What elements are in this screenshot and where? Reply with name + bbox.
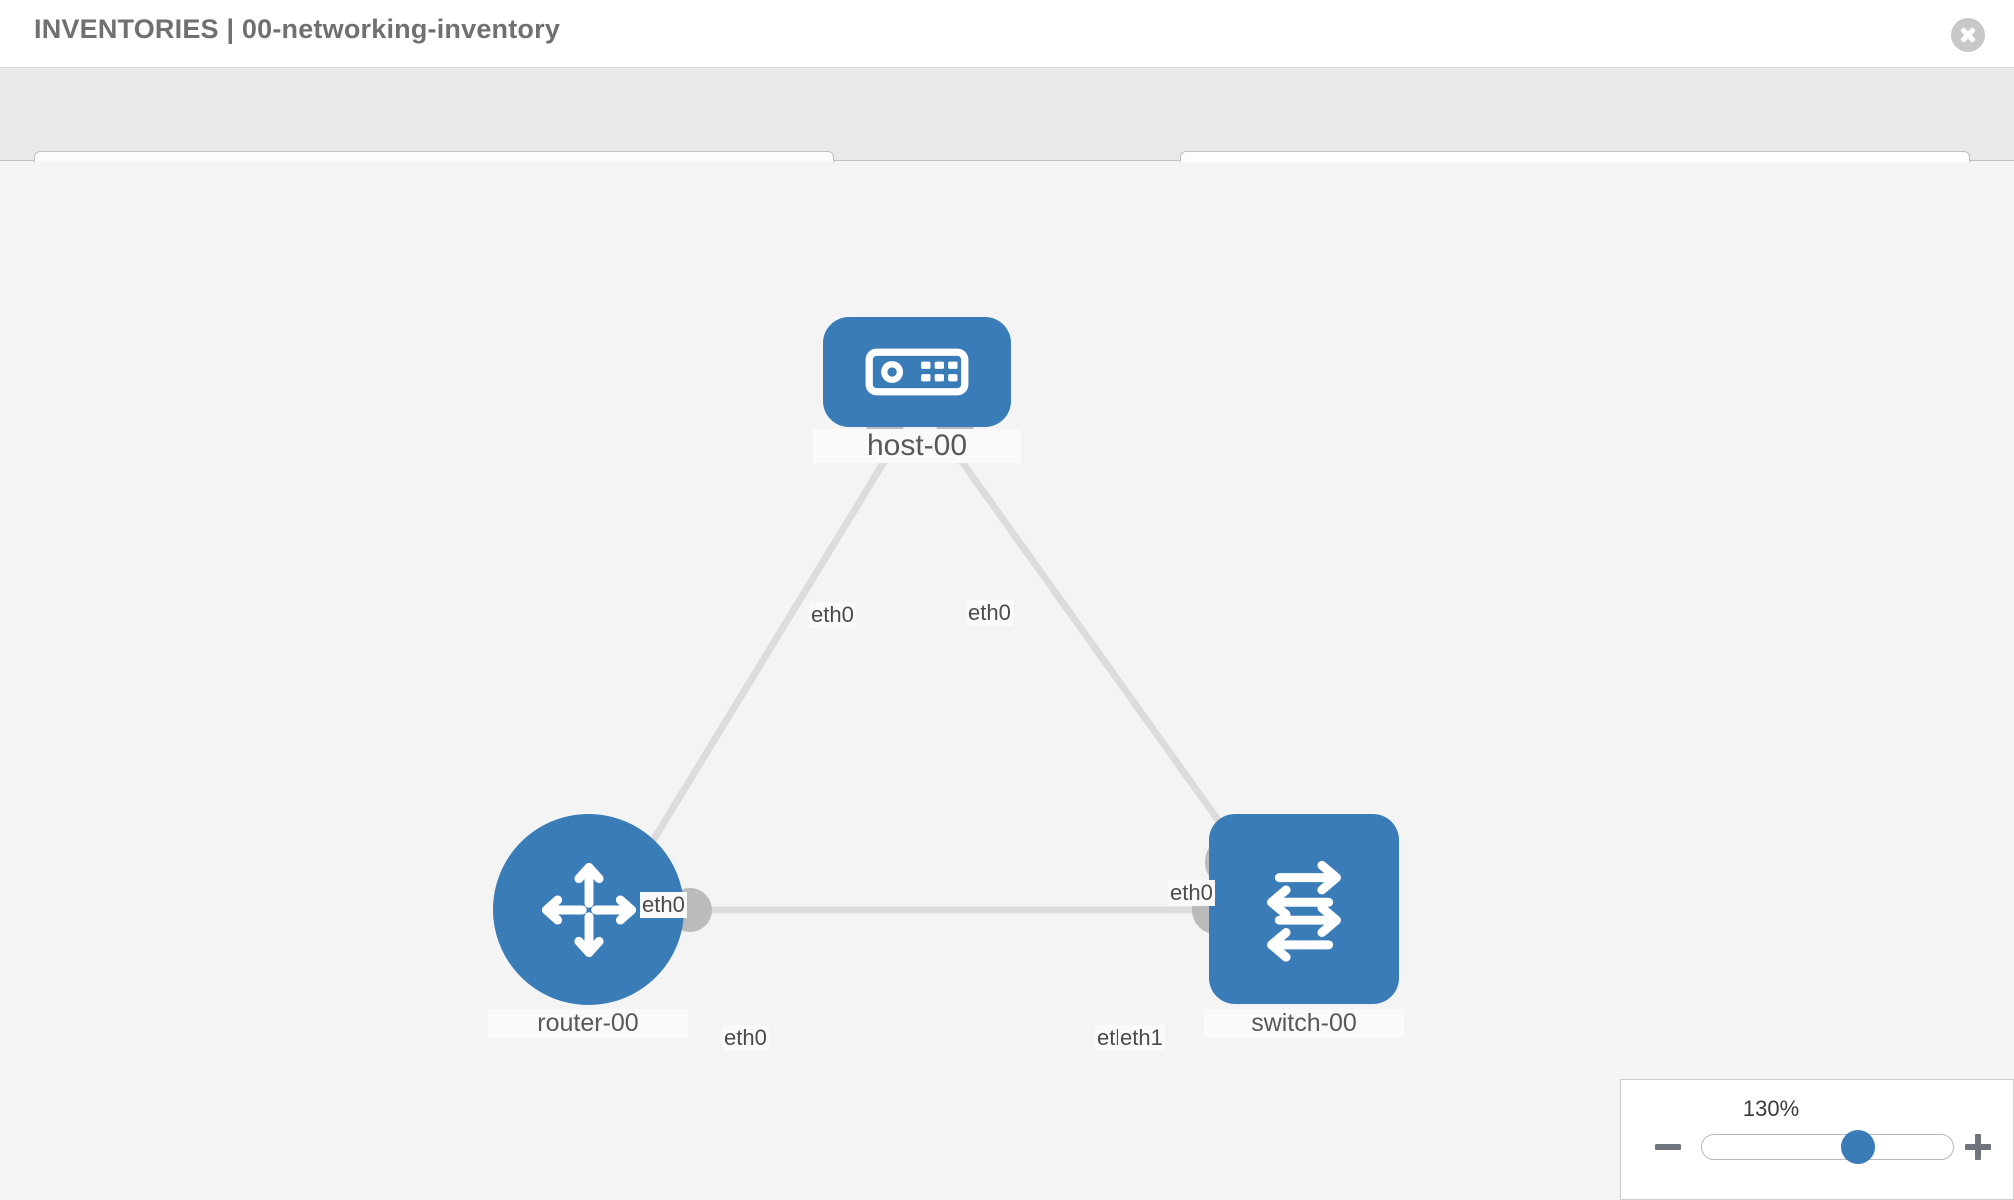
page-title: INVENTORIES | 00-networking-inventory <box>34 14 561 44</box>
close-icon[interactable] <box>1951 18 1985 52</box>
topology-links <box>637 449 1251 914</box>
topology-node-label: router-00 <box>488 1009 688 1038</box>
toolbar: ACTIONS SEARCH <box>0 68 2014 207</box>
link-host-router <box>637 450 893 864</box>
zoom-control-panel: 130% <box>1620 1079 2014 1200</box>
server-icon <box>823 317 1011 427</box>
page-header: INVENTORIES | 00-networking-inventory <box>0 0 2014 68</box>
link-host-switch <box>952 449 1251 865</box>
zoom-level-value: 130% <box>1742 1096 1800 1121</box>
zoom-in-button[interactable] <box>1961 1130 1995 1164</box>
zoom-slider-thumb[interactable] <box>1840 1130 1875 1164</box>
iface-label-router-eth0-up: eth0 <box>640 892 687 918</box>
topology-canvas[interactable]: host-00 router-00 <box>0 162 2014 1200</box>
zoom-slider[interactable] <box>1701 1130 1954 1164</box>
iface-label-host-eth0-left: eth0 <box>809 602 856 628</box>
zoom-out-button[interactable] <box>1651 1130 1685 1164</box>
topology-node-label: host-00 <box>813 429 1021 463</box>
topology-node-label: switch-00 <box>1204 1009 1404 1038</box>
iface-label-router-eth0: eth0 <box>722 1025 769 1051</box>
switch-arrows-icon <box>1209 814 1399 1004</box>
topology-graph <box>637 418 1259 934</box>
iface-label-switch-eth0-up: eth0 <box>1168 880 1215 906</box>
iface-label-host-eth0-right: eth0 <box>966 600 1013 626</box>
iface-label-switch-eth1: eth1 <box>1118 1025 1165 1051</box>
